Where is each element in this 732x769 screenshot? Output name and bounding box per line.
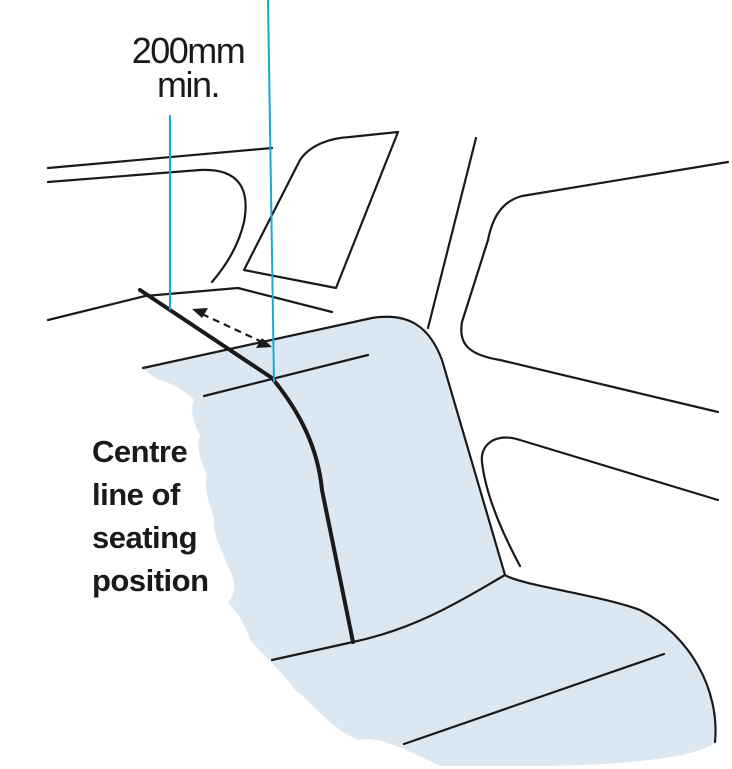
- measurement-value: 200mm: [131, 30, 246, 71]
- centre-label-line-4: position: [92, 563, 209, 598]
- arrow-head-right: [256, 338, 272, 348]
- arrow-head-left: [192, 308, 208, 318]
- centre-line-label: Centre line of seating position: [92, 430, 209, 602]
- car-interior-outline: [46, 130, 730, 568]
- seat-crease: [270, 573, 507, 662]
- cushion-seam: [402, 652, 666, 746]
- guide-line-right: [267, 0, 275, 383]
- centre-line: [138, 288, 355, 644]
- door-armrest: [480, 436, 720, 568]
- centre-label-line-2: line of: [92, 477, 180, 512]
- measurement-guides: [169, 0, 275, 383]
- seat-shading: [143, 316, 716, 766]
- measurement-label: 200mm min.: [118, 30, 258, 105]
- backrest-top-seam: [202, 353, 370, 398]
- roof-line-lower: [46, 168, 247, 284]
- cushion-front-edge: [503, 573, 717, 744]
- roof-line-upper: [46, 146, 274, 170]
- side-window: [460, 160, 730, 414]
- backrest-top-edge: [141, 315, 507, 577]
- shelf-line: [46, 286, 334, 322]
- seat-outline: [141, 315, 717, 746]
- rear-side-window: [242, 130, 400, 290]
- measurement-qualifier: min.: [156, 64, 221, 105]
- centre-label-line-3: seating: [92, 520, 198, 555]
- centre-label-line-1: Centre: [92, 434, 188, 469]
- c-pillar-line: [426, 136, 478, 330]
- distance-arrow: [192, 308, 272, 348]
